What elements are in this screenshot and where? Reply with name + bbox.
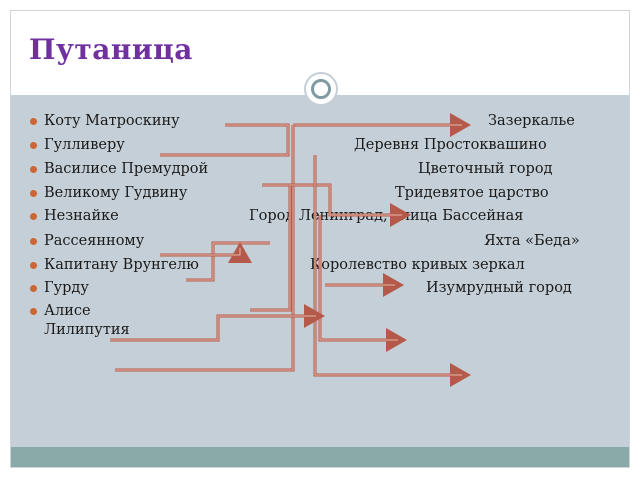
left-item: Великому Гудвину xyxy=(30,185,187,201)
slide-title: Путаница xyxy=(29,33,193,66)
divider-circle-icon xyxy=(304,72,338,106)
left-item: Коту Матроскину xyxy=(30,113,180,129)
right-item: Яхта «Беда» xyxy=(484,233,580,249)
left-item: Гурду xyxy=(30,280,89,296)
right-item: Зазеркалье xyxy=(488,113,575,129)
right-item: Тридевятое царство xyxy=(395,185,549,201)
left-item: Алисе xyxy=(30,303,91,319)
right-item: Цветочный город xyxy=(418,161,553,177)
left-item: Гулливеру xyxy=(30,137,125,153)
left-item: Рассеянному xyxy=(30,233,144,249)
right-item: Королевство кривых зеркал xyxy=(310,257,525,273)
left-item: Василисе Премудрой xyxy=(30,161,208,177)
left-item-continuation: Лилипутия xyxy=(44,322,130,338)
right-item: Изумрудный город xyxy=(426,280,572,296)
left-item: Капитану Врунгелю xyxy=(30,257,199,273)
slide: Путаница xyxy=(10,10,630,468)
footer-band xyxy=(11,447,629,467)
right-item: Город Ленинград, улица Бассейная xyxy=(249,208,524,224)
right-item: Деревня Простоквашино xyxy=(354,137,547,153)
left-item: Незнайке xyxy=(30,208,119,224)
